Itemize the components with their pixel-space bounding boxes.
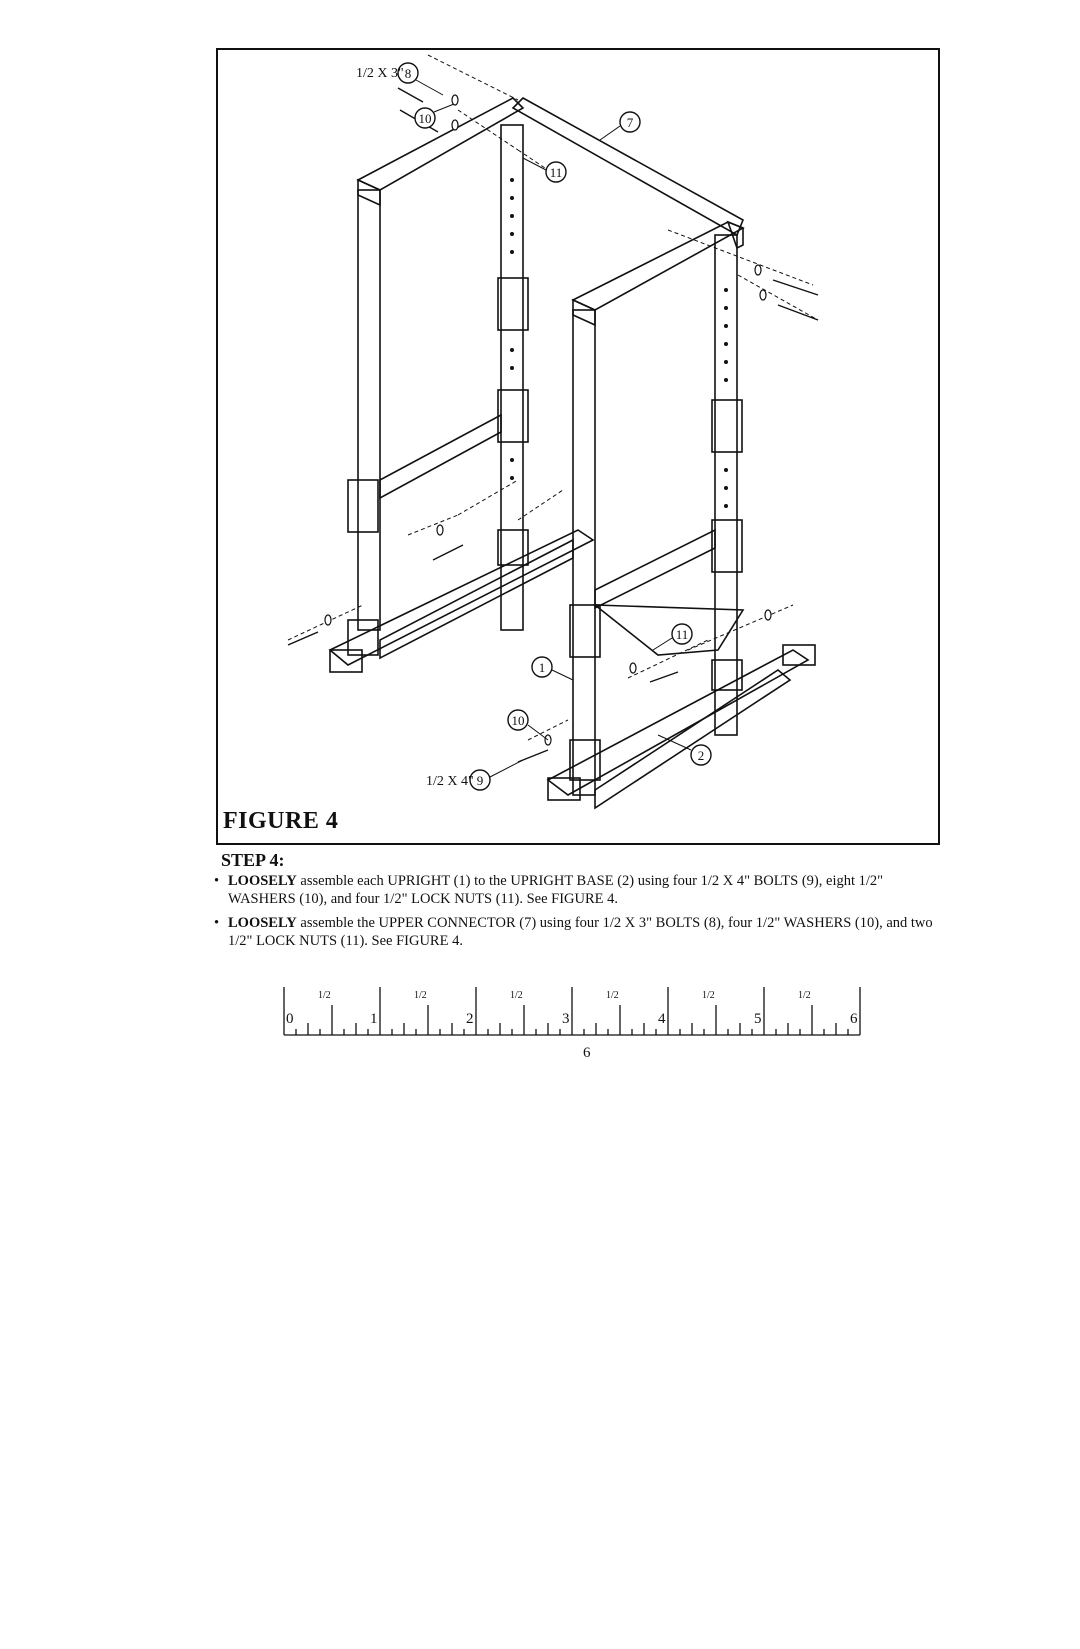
figure-caption: FIGURE 4 <box>223 808 339 834</box>
callout-1 <box>531 656 553 678</box>
callout-11-top-number: 11 <box>550 165 563 180</box>
callout-11-bottom-number: 11 <box>676 627 689 642</box>
ruler-half-label: 1/2 <box>798 990 811 1001</box>
upper-connector-side <box>511 97 745 237</box>
callout-10-top-number: 10 <box>419 111 432 126</box>
callout-11-top <box>545 161 567 183</box>
rear-left-upright <box>357 189 381 631</box>
ruler-number: 5 <box>754 1011 762 1027</box>
ruler-number: 6 <box>850 1011 858 1027</box>
inch-ruler: 0 1 2 3 4 5 6 1/2 1/2 1/2 1/2 1/2 1/2 <box>283 987 861 1036</box>
step-bullet-2: • LOOSELY assemble the UPPER CONNECTOR (… <box>214 914 934 952</box>
ruler-half-label: 1/2 <box>414 990 427 1001</box>
bullet-2-text: assemble the UPPER CONNECTOR (7) using f… <box>228 915 933 949</box>
bullet-dot: • <box>214 873 220 889</box>
bullet-1-lead: LOOSELY <box>228 873 297 889</box>
callout-7-number: 7 <box>627 115 634 130</box>
callout-11-bottom <box>671 623 693 645</box>
rear-right-upright <box>500 124 524 631</box>
upright-base-left <box>328 529 595 666</box>
ruler-half-label: 1/2 <box>318 990 331 1001</box>
callout-1-number: 1 <box>539 660 546 675</box>
ruler-half-label: 1/2 <box>606 990 619 1001</box>
front-left-upright <box>572 309 596 796</box>
bullet-1-text: assemble each UPRIGHT (1) to the UPRIGHT… <box>228 873 884 907</box>
callout-10-top <box>414 107 436 129</box>
callout-8 <box>397 62 419 84</box>
step-bullet-1: • LOOSELY assemble each UPRIGHT (1) to t… <box>214 872 934 910</box>
callout-10-bottom-number: 10 <box>512 713 525 728</box>
callout-7 <box>619 111 641 133</box>
ruler-number: 1 <box>370 1011 378 1027</box>
bullet-2-lead: LOOSELY <box>228 915 297 931</box>
bolt-size-top-label: 1/2 X 3" <box>356 66 404 81</box>
callout-8-number: 8 <box>405 66 412 81</box>
ruler-half-label: 1/2 <box>702 990 715 1001</box>
bolt-size-bottom-label: 1/2 X 4" <box>426 774 474 789</box>
assembly-figure: 8 10 11 7 1 10 11 9 2 1/2 X 3" 1/2 X 4" <box>216 48 940 845</box>
upper-connector-rear <box>356 97 525 191</box>
step-heading: STEP 4: <box>221 850 285 870</box>
page-number: 6 <box>583 1045 591 1061</box>
front-right-upright <box>714 234 738 736</box>
upright-base-right <box>546 649 810 796</box>
ruler-number: 2 <box>466 1011 474 1027</box>
callout-2-number: 2 <box>698 748 705 763</box>
callout-10-bottom <box>507 709 529 731</box>
bullet-dot: • <box>214 915 220 931</box>
callout-2 <box>690 744 712 766</box>
ruler-number: 4 <box>658 1011 666 1027</box>
callout-9-number: 9 <box>477 773 484 788</box>
callout-9 <box>469 769 491 791</box>
ruler-number: 3 <box>562 1011 570 1027</box>
power-rack-drawing: 8 10 11 7 1 10 11 9 2 <box>287 54 819 810</box>
ruler-number: 0 <box>286 1011 294 1027</box>
ruler-half-label: 1/2 <box>510 990 523 1001</box>
